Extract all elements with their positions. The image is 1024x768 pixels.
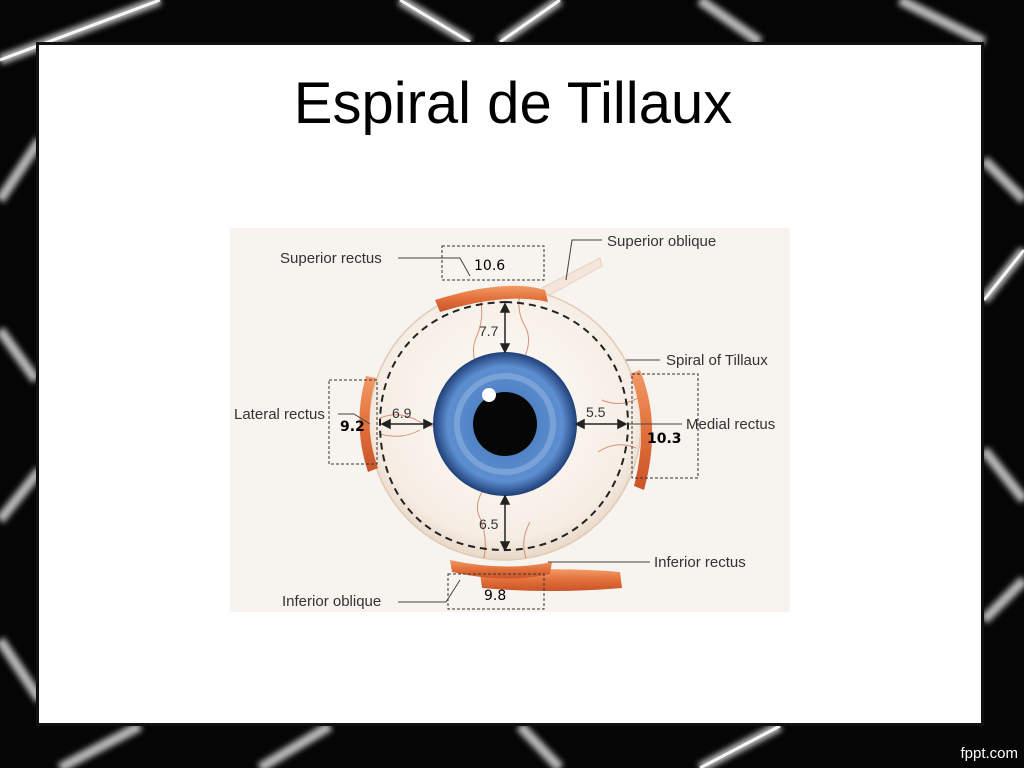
label-inferior-rectus: Inferior rectus [654,554,746,571]
distance-lateral: 6.9 [392,405,412,421]
iris-ring [454,373,556,475]
label-spiral-of-tillaux: Spiral of Tillaux [666,352,768,369]
width-medial: 10.3 [647,431,682,447]
width-superior: 10.6 [474,258,505,274]
pupil [473,392,537,456]
distance-superior: 7.7 [479,323,499,339]
lateral-rectus-muscle [359,376,378,472]
slide-title: Espiral de Tillaux [293,71,733,136]
label-medial-rectus: Medial rectus [686,416,775,433]
label-superior-oblique: Superior oblique [607,233,716,250]
distance-medial: 5.5 [586,404,606,420]
distance-arrows [380,302,628,552]
label-lateral-rectus: Lateral rectus [234,406,325,423]
width-inferior: 9.8 [484,588,506,604]
label-superior-rectus: Superior rectus [280,250,382,267]
medial-rectus-muscle [630,370,653,490]
superior-rectus-muscle [435,285,548,312]
eye-muscle-diagram: 7.7 6.9 5.5 6.5 Superior rectus Superior… [230,228,790,612]
width-annotation-boxes [328,245,699,610]
label-inferior-oblique: Inferior oblique [282,593,381,610]
superior-oblique-tendon [541,257,603,297]
leader-lines [338,239,682,603]
width-lateral: 9.2 [340,419,365,435]
fppt-watermark: fppt.com [960,745,1018,762]
distance-inferior: 6.5 [479,516,499,532]
pupil-highlight [482,388,496,402]
